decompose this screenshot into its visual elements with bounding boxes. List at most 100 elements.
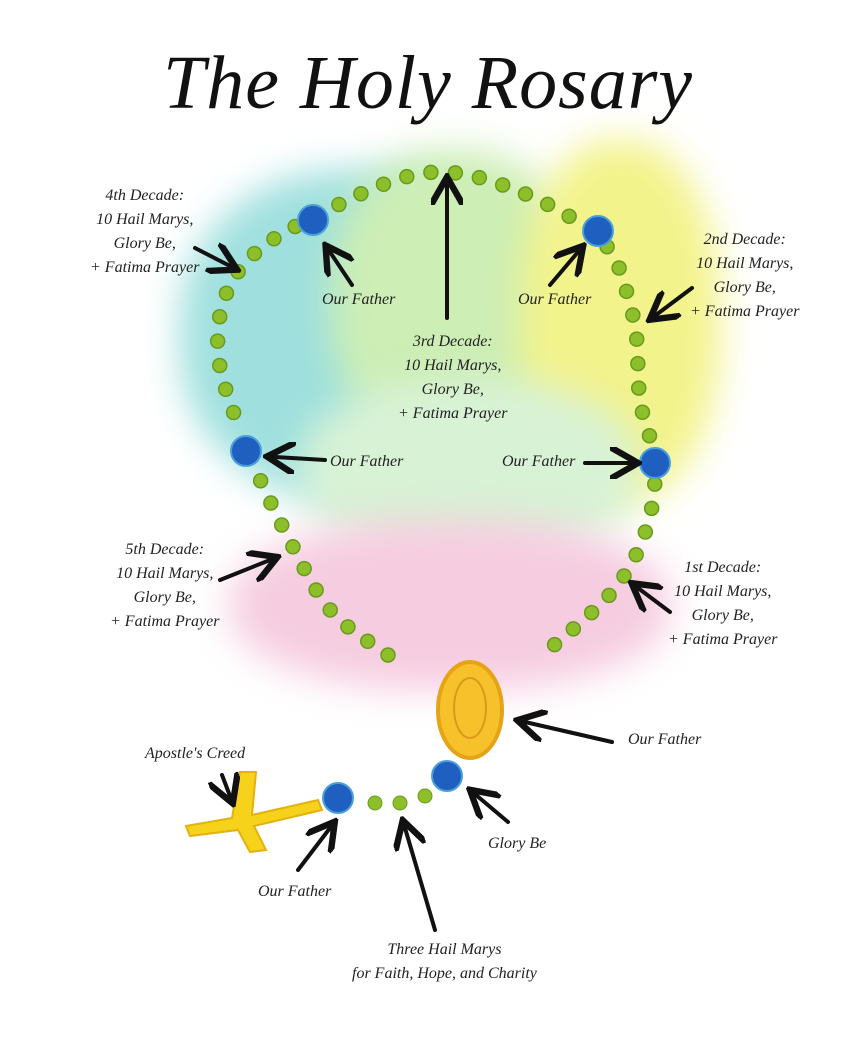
small-bead <box>359 633 376 650</box>
pointer-arrow <box>218 560 270 580</box>
small-bead <box>218 285 235 301</box>
small-bead <box>634 404 651 421</box>
large-bead <box>639 447 671 479</box>
label-line: Glory Be, <box>421 381 484 398</box>
label-line: + Fatima Prayer <box>398 405 508 422</box>
small-bead <box>209 333 226 349</box>
label-5th-decade: 5th Decade: 10 Hail Marys, Glory Be, + F… <box>110 538 219 634</box>
pointer-arrow <box>476 795 510 824</box>
small-bead <box>565 621 582 637</box>
label-our-father-2nd: Our Father <box>518 291 592 308</box>
small-bead <box>296 560 312 577</box>
small-bead <box>601 587 617 604</box>
small-bead <box>417 788 433 804</box>
medal <box>436 660 504 760</box>
small-bead <box>539 196 556 213</box>
label-line: Glory Be, <box>713 279 776 296</box>
small-bead <box>375 176 392 192</box>
pointer-arrow <box>275 457 327 460</box>
small-bead <box>252 473 269 489</box>
label-line: + Fatima Prayer <box>90 259 200 276</box>
label-line: 2nd Decade: <box>703 231 786 248</box>
small-bead <box>616 568 632 584</box>
small-bead <box>643 500 660 517</box>
small-bead <box>647 476 663 492</box>
small-bead <box>285 539 301 555</box>
small-bead <box>340 619 356 635</box>
small-bead <box>399 168 415 185</box>
small-bead <box>628 546 644 563</box>
small-bead <box>625 307 641 323</box>
label-our-father-cross: Our Father <box>258 883 332 900</box>
small-bead <box>611 260 627 276</box>
label-line: 10 Hail Marys, <box>96 211 194 228</box>
label-line: 10 Hail Marys, <box>116 565 214 582</box>
label-line: + Fatima Prayer <box>690 303 800 320</box>
label-2nd-decade: 2nd Decade: 10 Hail Marys, Glory Be, + F… <box>690 228 799 324</box>
pointer-arrow <box>638 588 672 614</box>
small-bead <box>630 355 646 372</box>
small-bead <box>211 309 228 325</box>
label-apostles-creed: Apostle's Creed <box>145 745 246 762</box>
large-bead <box>297 204 329 236</box>
pointer-arrow <box>525 722 614 744</box>
small-bead <box>628 331 645 347</box>
small-bead <box>211 357 228 374</box>
small-bead <box>331 196 347 213</box>
large-bead <box>230 435 262 467</box>
label-our-father-5th: Our Father <box>330 453 404 470</box>
small-bead <box>367 795 383 811</box>
label-line: 3rd Decade: <box>412 333 493 350</box>
pointer-arrow <box>548 252 578 287</box>
label-line: + Fatima Prayer <box>668 631 778 648</box>
pointer-arrow <box>296 828 330 872</box>
label-line: 5th Decade: <box>125 541 205 558</box>
pointer-arrow <box>405 828 437 932</box>
small-bead <box>494 177 511 193</box>
label-glory-be: Glory Be <box>488 835 547 852</box>
small-bead <box>246 245 263 262</box>
small-bead <box>392 795 408 811</box>
small-bead <box>546 636 563 653</box>
medal-image <box>453 677 487 739</box>
small-bead <box>423 164 439 181</box>
pointer-arrow <box>656 286 694 315</box>
small-bead <box>225 404 242 421</box>
label-line: 4th Decade: <box>105 187 185 204</box>
label-line: Glory Be, <box>133 589 196 606</box>
pointer-arrow <box>193 248 230 266</box>
label-3rd-decade: 3rd Decade: 10 Hail Marys, Glory Be, + F… <box>398 330 507 426</box>
label-line: Glory Be, <box>113 235 176 252</box>
small-bead <box>230 264 246 280</box>
small-bead <box>471 169 488 186</box>
pointer-arrow <box>222 775 230 796</box>
label-our-father-medal: Our Father <box>628 731 702 748</box>
small-bead <box>353 186 369 202</box>
crucifix-icon <box>184 771 324 854</box>
small-bead <box>322 602 338 618</box>
watercolor-pink <box>230 520 670 690</box>
small-bead <box>217 381 234 398</box>
small-bead <box>273 517 290 533</box>
label-three-hail-marys: Three Hail Marys for Faith, Hope, and Ch… <box>352 938 537 986</box>
label-line: 10 Hail Marys, <box>674 583 772 600</box>
small-bead <box>561 208 577 224</box>
large-bead <box>431 760 463 792</box>
label-our-father-4th: Our Father <box>322 291 396 308</box>
label-line: 10 Hail Marys, <box>696 255 794 272</box>
small-bead <box>618 283 635 300</box>
label-line: Three Hail Marys <box>387 941 502 958</box>
label-line: + Fatima Prayer <box>110 613 220 630</box>
small-bead <box>630 380 647 396</box>
large-bead <box>582 215 614 247</box>
small-bead <box>308 582 324 598</box>
pointer-arrow <box>330 252 352 287</box>
page-title: The Holy Rosary <box>162 41 694 125</box>
label-line: for Faith, Hope, and Charity <box>352 965 537 982</box>
small-bead <box>447 165 464 181</box>
label-line: Glory Be, <box>691 607 754 624</box>
small-bead <box>380 647 396 663</box>
label-4th-decade: 4th Decade: 10 Hail Marys, Glory Be, + F… <box>90 184 199 280</box>
